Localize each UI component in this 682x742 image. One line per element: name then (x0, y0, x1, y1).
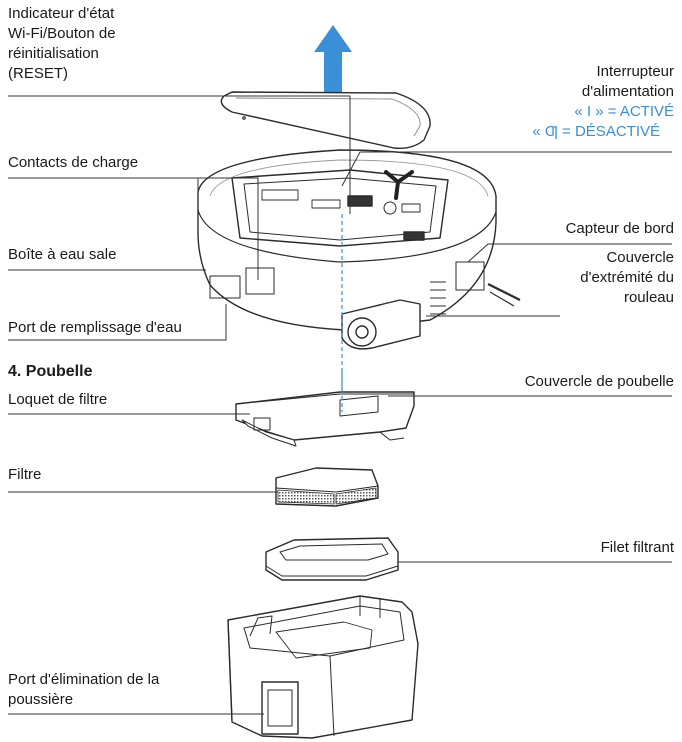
power-off-state: « Ƣ = DÉSACTIVÉ (532, 123, 660, 140)
bin-cover (235, 391, 415, 447)
label-power-switch: Interrupteur d'alimentation « I » = ACTI… (532, 63, 674, 140)
label-filter-latch: Loquet de filtre (8, 391, 108, 408)
label-charge-contacts: Contacts de charge (8, 154, 139, 171)
label-wifi-reset: Indicateur d'état Wi-Fi/Bouton de réinit… (8, 5, 116, 82)
dust-bin (227, 595, 419, 739)
top-cover-plate (220, 91, 431, 150)
power-on-state: « I » = ACTIVÉ (574, 103, 674, 120)
leader-lines (8, 95, 672, 715)
label-edge-sensor: Capteur de bord (565, 220, 674, 237)
label-filter-net: Filet filtrant (600, 539, 674, 556)
label-water-fill-port: Port de remplissage d'eau (8, 319, 182, 336)
filter-net-frame (265, 537, 399, 581)
label-bin-cover: Couvercle de poubelle (524, 373, 674, 390)
filter-block (275, 467, 379, 507)
label-dirty-water-box: Boîte à eau sale (8, 246, 117, 263)
label-filter: Filtre (8, 466, 42, 483)
up-arrow-icon (314, 25, 352, 92)
section-title: 4. Poubelle (8, 363, 93, 380)
label-dust-port: Port d'élimination de la poussière (8, 671, 160, 708)
robot-body (197, 149, 521, 350)
label-roller-cover: Couvercle d'extrémité du rouleau (580, 249, 674, 306)
